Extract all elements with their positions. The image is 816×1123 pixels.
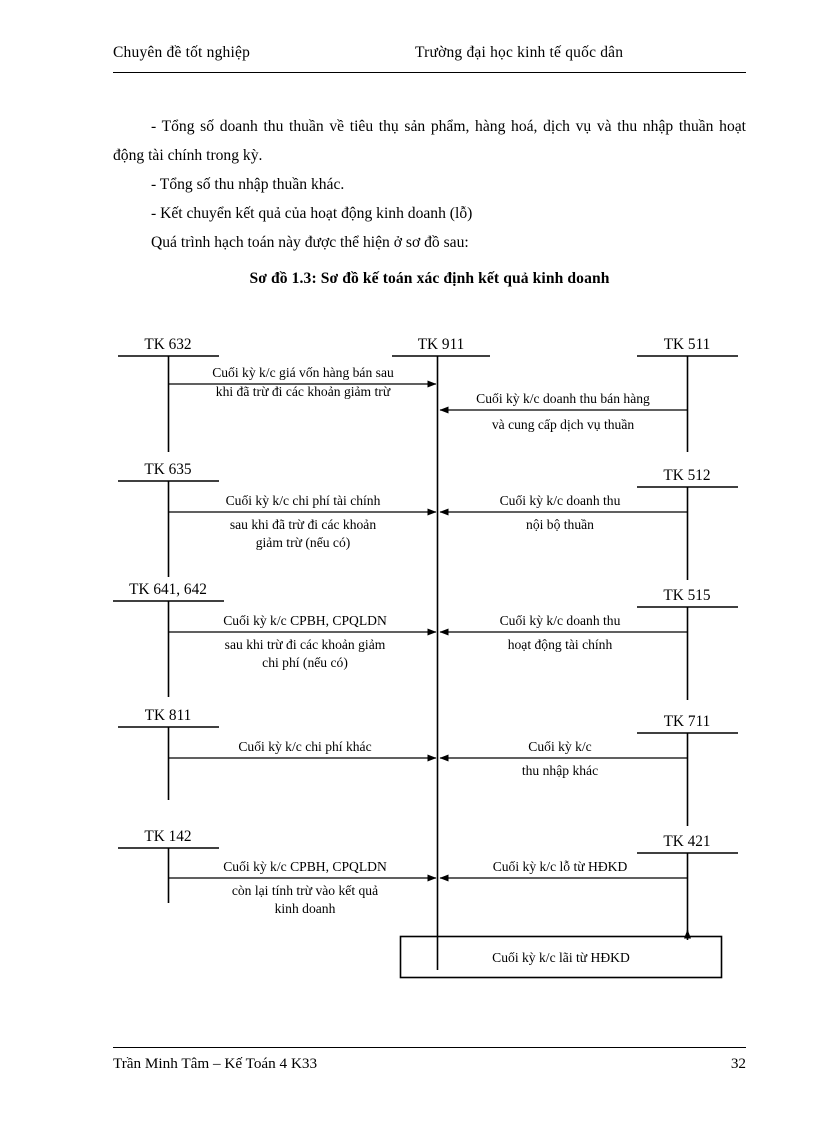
flow-tk635-to-tk911: Cuối kỳ k/c chi phí tài chính sau khi đã… — [168, 493, 437, 551]
accounting-flow-diagram: TK 911 TK 632 TK 511 Cuối kỳ k/c giá vốn… — [0, 330, 816, 1010]
flow-label-line1: Cuối kỳ k/c CPBH, CPQLDN — [223, 859, 387, 874]
flow-label-line3: giảm trừ (nếu có) — [256, 535, 351, 551]
flow-label-line1: Cuối kỳ k/c doanh thu bán hàng — [476, 391, 650, 406]
flow-label-line1: Cuối kỳ k/c doanh thu — [500, 613, 621, 628]
flow-tk711-to-tk911: Cuối kỳ k/c thu nhập khác — [439, 739, 688, 778]
account-label-tk421: TK 421 — [663, 833, 710, 850]
flow-label-line2: sau khi trừ đi các khoản giảm — [225, 637, 386, 652]
account-label-tk142: TK 142 — [144, 828, 191, 845]
flow-label-line1: Cuối kỳ k/c lỗ từ HĐKD — [493, 859, 628, 874]
footer-divider — [113, 1047, 746, 1048]
flow-label-line2: và cung cấp dịch vụ thuần — [492, 417, 635, 432]
flow-label-line1: Cuối kỳ k/c — [528, 739, 591, 754]
flow-tk142-to-tk911: Cuối kỳ k/c CPBH, CPQLDN còn lại tính tr… — [168, 859, 437, 916]
paragraph-3: - Kết chuyển kết quả của hoạt động kinh … — [151, 205, 473, 222]
account-left-tk641-642: TK 641, 642 — [113, 581, 224, 697]
account-right-tk511: TK 511 — [637, 336, 738, 452]
account-left-tk632: TK 632 — [118, 336, 219, 452]
account-center-tk911: TK 911 — [392, 336, 490, 970]
account-left-tk811: TK 811 — [118, 707, 219, 800]
account-right-tk515: TK 515 — [637, 587, 738, 700]
account-label-tk711: TK 711 — [664, 713, 711, 730]
page-number: 32 — [730, 1055, 746, 1072]
flow-tk512-to-tk911: Cuối kỳ k/c doanh thu nội bộ thuần — [439, 493, 688, 532]
page-footer: Trần Minh Tâm – Kế Toán 4 K33 32 — [113, 1055, 746, 1079]
account-left-tk635: TK 635 — [118, 461, 219, 577]
account-label-tk512: TK 512 — [663, 467, 710, 484]
page-header: Chuyên đề tốt nghiệp Trường đại học kinh… — [113, 44, 746, 72]
account-label-tk515: TK 515 — [663, 587, 711, 604]
flow-label-line2: thu nhập khác — [522, 763, 598, 778]
profit-box-label: Cuối kỳ k/c lãi từ HĐKD — [492, 950, 630, 965]
account-label-tk811: TK 811 — [145, 707, 192, 724]
account-right-tk512: TK 512 — [637, 467, 738, 580]
paragraph-2: - Tổng số thu nhập thuần khác. — [151, 176, 345, 193]
flow-label-line1: Cuối kỳ k/c doanh thu — [500, 493, 621, 508]
flow-tk632-to-tk911: Cuối kỳ k/c giá vốn hàng bán sau khi đã … — [168, 365, 437, 399]
flow-tk511-to-tk911: Cuối kỳ k/c doanh thu bán hàng và cung c… — [439, 391, 688, 432]
flow-label-line1: Cuối kỳ k/c chi phí khác — [238, 739, 371, 754]
flow-label-line1: Cuối kỳ k/c chi phí tài chính — [226, 493, 381, 508]
page-bottom-edge — [0, 1113, 816, 1123]
footer-author: Trần Minh Tâm – Kế Toán 4 K33 — [113, 1055, 318, 1072]
account-label-tk911: TK 911 — [418, 336, 465, 353]
account-label-tk641-642: TK 641, 642 — [129, 581, 207, 598]
paragraph-4: Quá trình hạch toán này được thể hiện ở … — [151, 234, 469, 251]
header-divider — [113, 72, 746, 73]
flow-tk421-to-tk911: Cuối kỳ k/c lỗ từ HĐKD — [439, 859, 688, 882]
account-label-tk632: TK 632 — [144, 336, 191, 353]
header-left-text: Chuyên đề tốt nghiệp — [113, 44, 251, 61]
account-label-tk635: TK 635 — [144, 461, 192, 478]
profit-box-outline — [399, 935, 723, 979]
flow-tk641-642-to-tk911: Cuối kỳ k/c CPBH, CPQLDN sau khi trừ đi … — [168, 613, 437, 671]
account-right-tk421: TK 421 — [637, 833, 738, 940]
flow-label-line3: kinh doanh — [275, 901, 336, 916]
flow-label-line2: khi đã trừ đi các khoản giảm trừ — [216, 384, 391, 399]
profit-transfer-box: Cuối kỳ k/c lãi từ HĐKD — [399, 929, 723, 979]
account-label-tk511: TK 511 — [664, 336, 711, 353]
paragraph-1: - Tổng số doanh thu thuần về tiêu thụ sả… — [113, 118, 746, 164]
flow-label-line2: hoạt động tài chính — [508, 637, 613, 652]
flow-tk515-to-tk911: Cuối kỳ k/c doanh thu hoạt động tài chín… — [439, 613, 688, 652]
header-right-text: Trường đại học kinh tế quốc dân — [415, 44, 624, 61]
flow-label-line3: chi phí (nếu có) — [262, 655, 348, 671]
flow-label-line2: còn lại tính trừ vào kết quả — [232, 883, 378, 898]
account-right-tk711: TK 711 — [637, 713, 738, 826]
account-left-tk142: TK 142 — [118, 828, 219, 903]
flow-tk811-to-tk911: Cuối kỳ k/c chi phí khác — [168, 739, 437, 762]
body-content: - Tổng số doanh thu thuần về tiêu thụ sả… — [113, 112, 746, 293]
diagram-title: Sơ đồ 1.3: Sơ đồ kế toán xác định kết qu… — [249, 270, 610, 287]
flow-label-line2: sau khi đã trừ đi các khoản — [230, 517, 376, 532]
flow-label-line2: nội bộ thuần — [526, 517, 594, 532]
flow-label-line1: Cuối kỳ k/c CPBH, CPQLDN — [223, 613, 387, 628]
flow-label-line1: Cuối kỳ k/c giá vốn hàng bán sau — [212, 365, 394, 380]
